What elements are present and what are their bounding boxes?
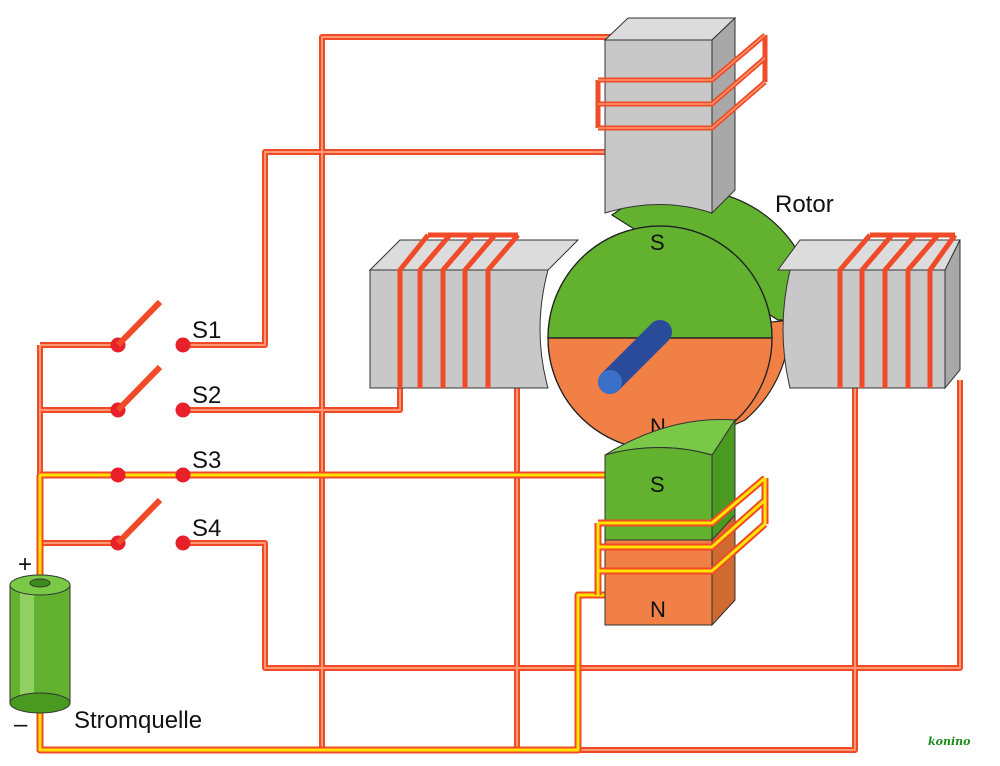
- stator-bottom-n-label: N: [650, 597, 666, 622]
- stator-top: [603, 16, 737, 215]
- wire-s4: [183, 380, 963, 671]
- label-s3: S3: [192, 447, 221, 474]
- signature-logo: konino: [928, 735, 970, 748]
- battery-plus-label: +: [18, 551, 32, 578]
- label-s4: S4: [192, 515, 221, 542]
- switches: [110, 299, 191, 551]
- battery-minus-label: –: [14, 711, 28, 738]
- wire-bus: [37, 342, 118, 546]
- switch-s2[interactable]: [110, 364, 191, 418]
- switch-s3[interactable]: [110, 467, 191, 483]
- label-s1: S1: [192, 317, 221, 344]
- wires: [36, 34, 963, 754]
- coil-left: [397, 232, 520, 388]
- stator-bottom-s-label: S: [650, 472, 665, 497]
- stator-bottom: [604, 418, 736, 627]
- battery: [9, 574, 71, 714]
- rotor-s-label: S: [650, 230, 665, 255]
- switch-s4[interactable]: [110, 497, 191, 551]
- source-label: Stromquelle: [74, 707, 202, 734]
- stator-left: [368, 239, 580, 389]
- rotor-label: Rotor: [775, 191, 834, 218]
- rotor-shaft: [598, 320, 672, 394]
- label-s2: S2: [192, 382, 221, 409]
- rotor: [547, 189, 801, 451]
- coil-right: [837, 232, 958, 388]
- switch-s1[interactable]: [110, 299, 191, 353]
